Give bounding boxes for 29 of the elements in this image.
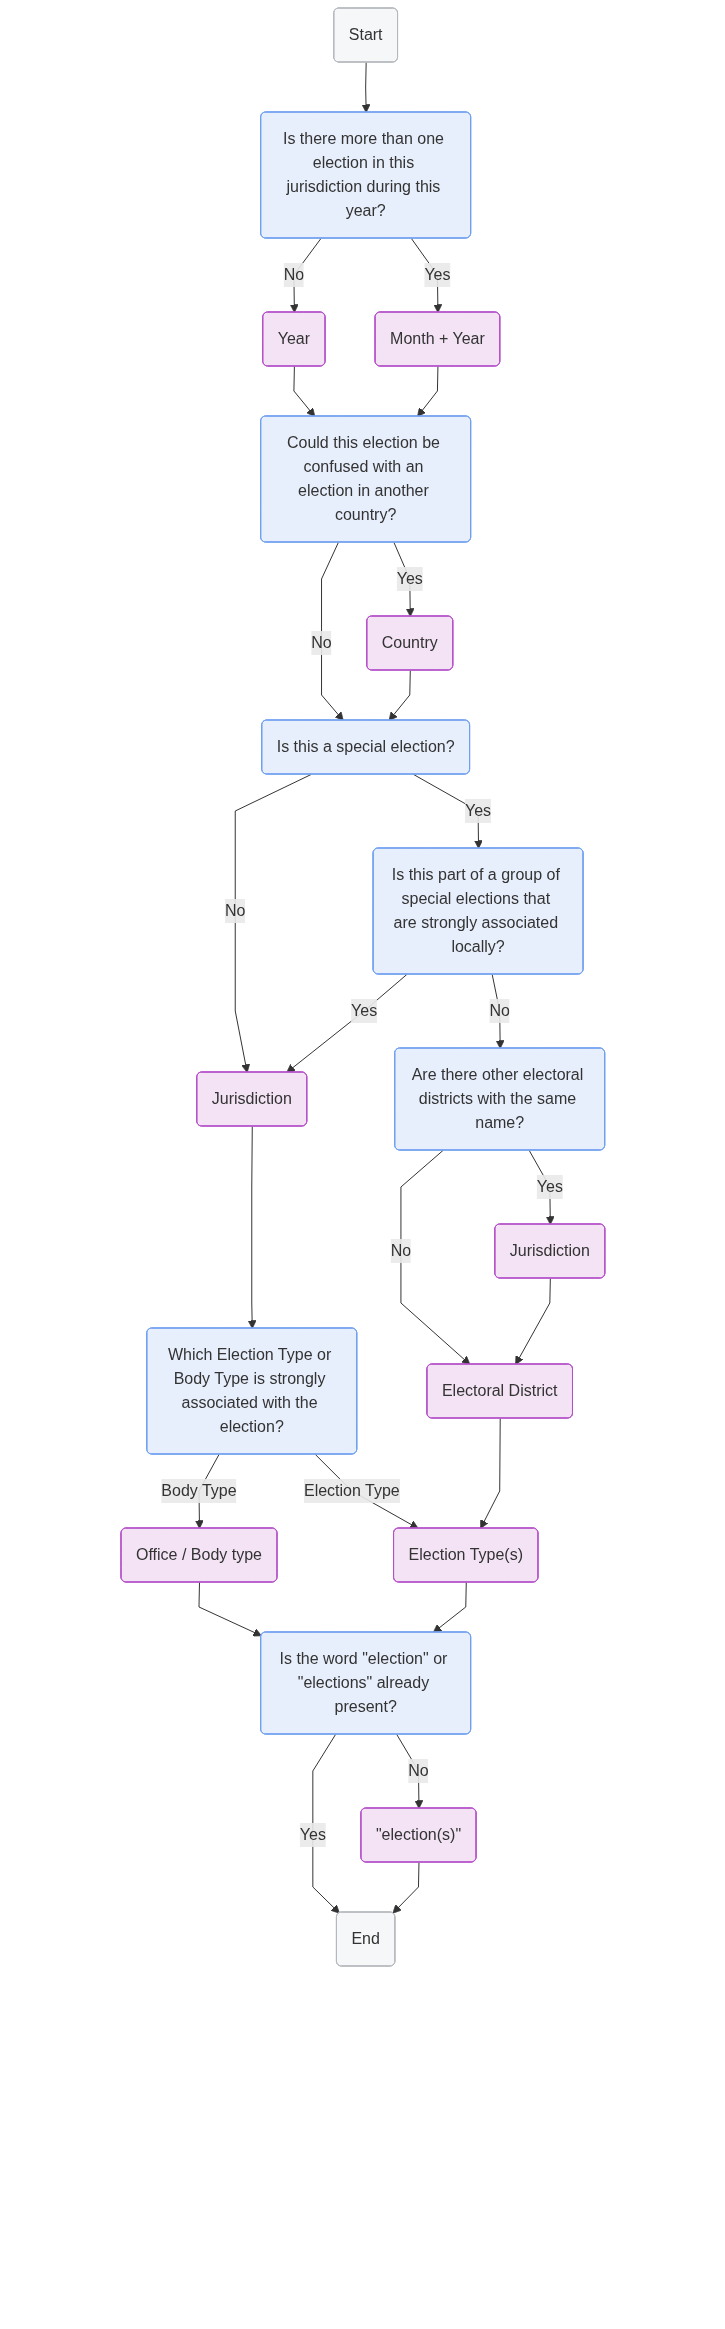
- edge-label: Yes: [350, 1001, 377, 1019]
- arrow: [432, 1582, 467, 1633]
- arrow: [388, 670, 411, 721]
- arrow: [234, 774, 312, 1073]
- edge-label: No: [310, 633, 332, 651]
- edge-label: Yes: [396, 570, 423, 587]
- edge-label: Yes: [464, 801, 491, 819]
- edge-label: No: [283, 266, 304, 283]
- arrow: [392, 1862, 420, 1914]
- edge-label: No: [489, 1001, 510, 1019]
- arrow: [289, 238, 322, 313]
- edge-label: Body Type: [160, 1481, 237, 1499]
- edge-label: No: [407, 1761, 429, 1779]
- edge-label: Yes: [423, 266, 451, 283]
- arrow: [514, 1278, 551, 1365]
- edge-label: Yes: [536, 1177, 563, 1195]
- edge-label: Yes: [299, 1825, 326, 1843]
- arrow: [292, 366, 315, 417]
- arrow: [416, 366, 438, 417]
- edge-label: No: [224, 901, 246, 919]
- arrow: [479, 1418, 501, 1529]
- arrow: [198, 1582, 262, 1637]
- edge-label: Election Type: [303, 1481, 400, 1499]
- arrow: [247, 1126, 257, 1329]
- arrow: [361, 62, 370, 113]
- arrow: [285, 974, 407, 1073]
- arrow: [400, 1150, 470, 1365]
- arrow: [320, 542, 344, 721]
- edge-label: No: [390, 1241, 411, 1259]
